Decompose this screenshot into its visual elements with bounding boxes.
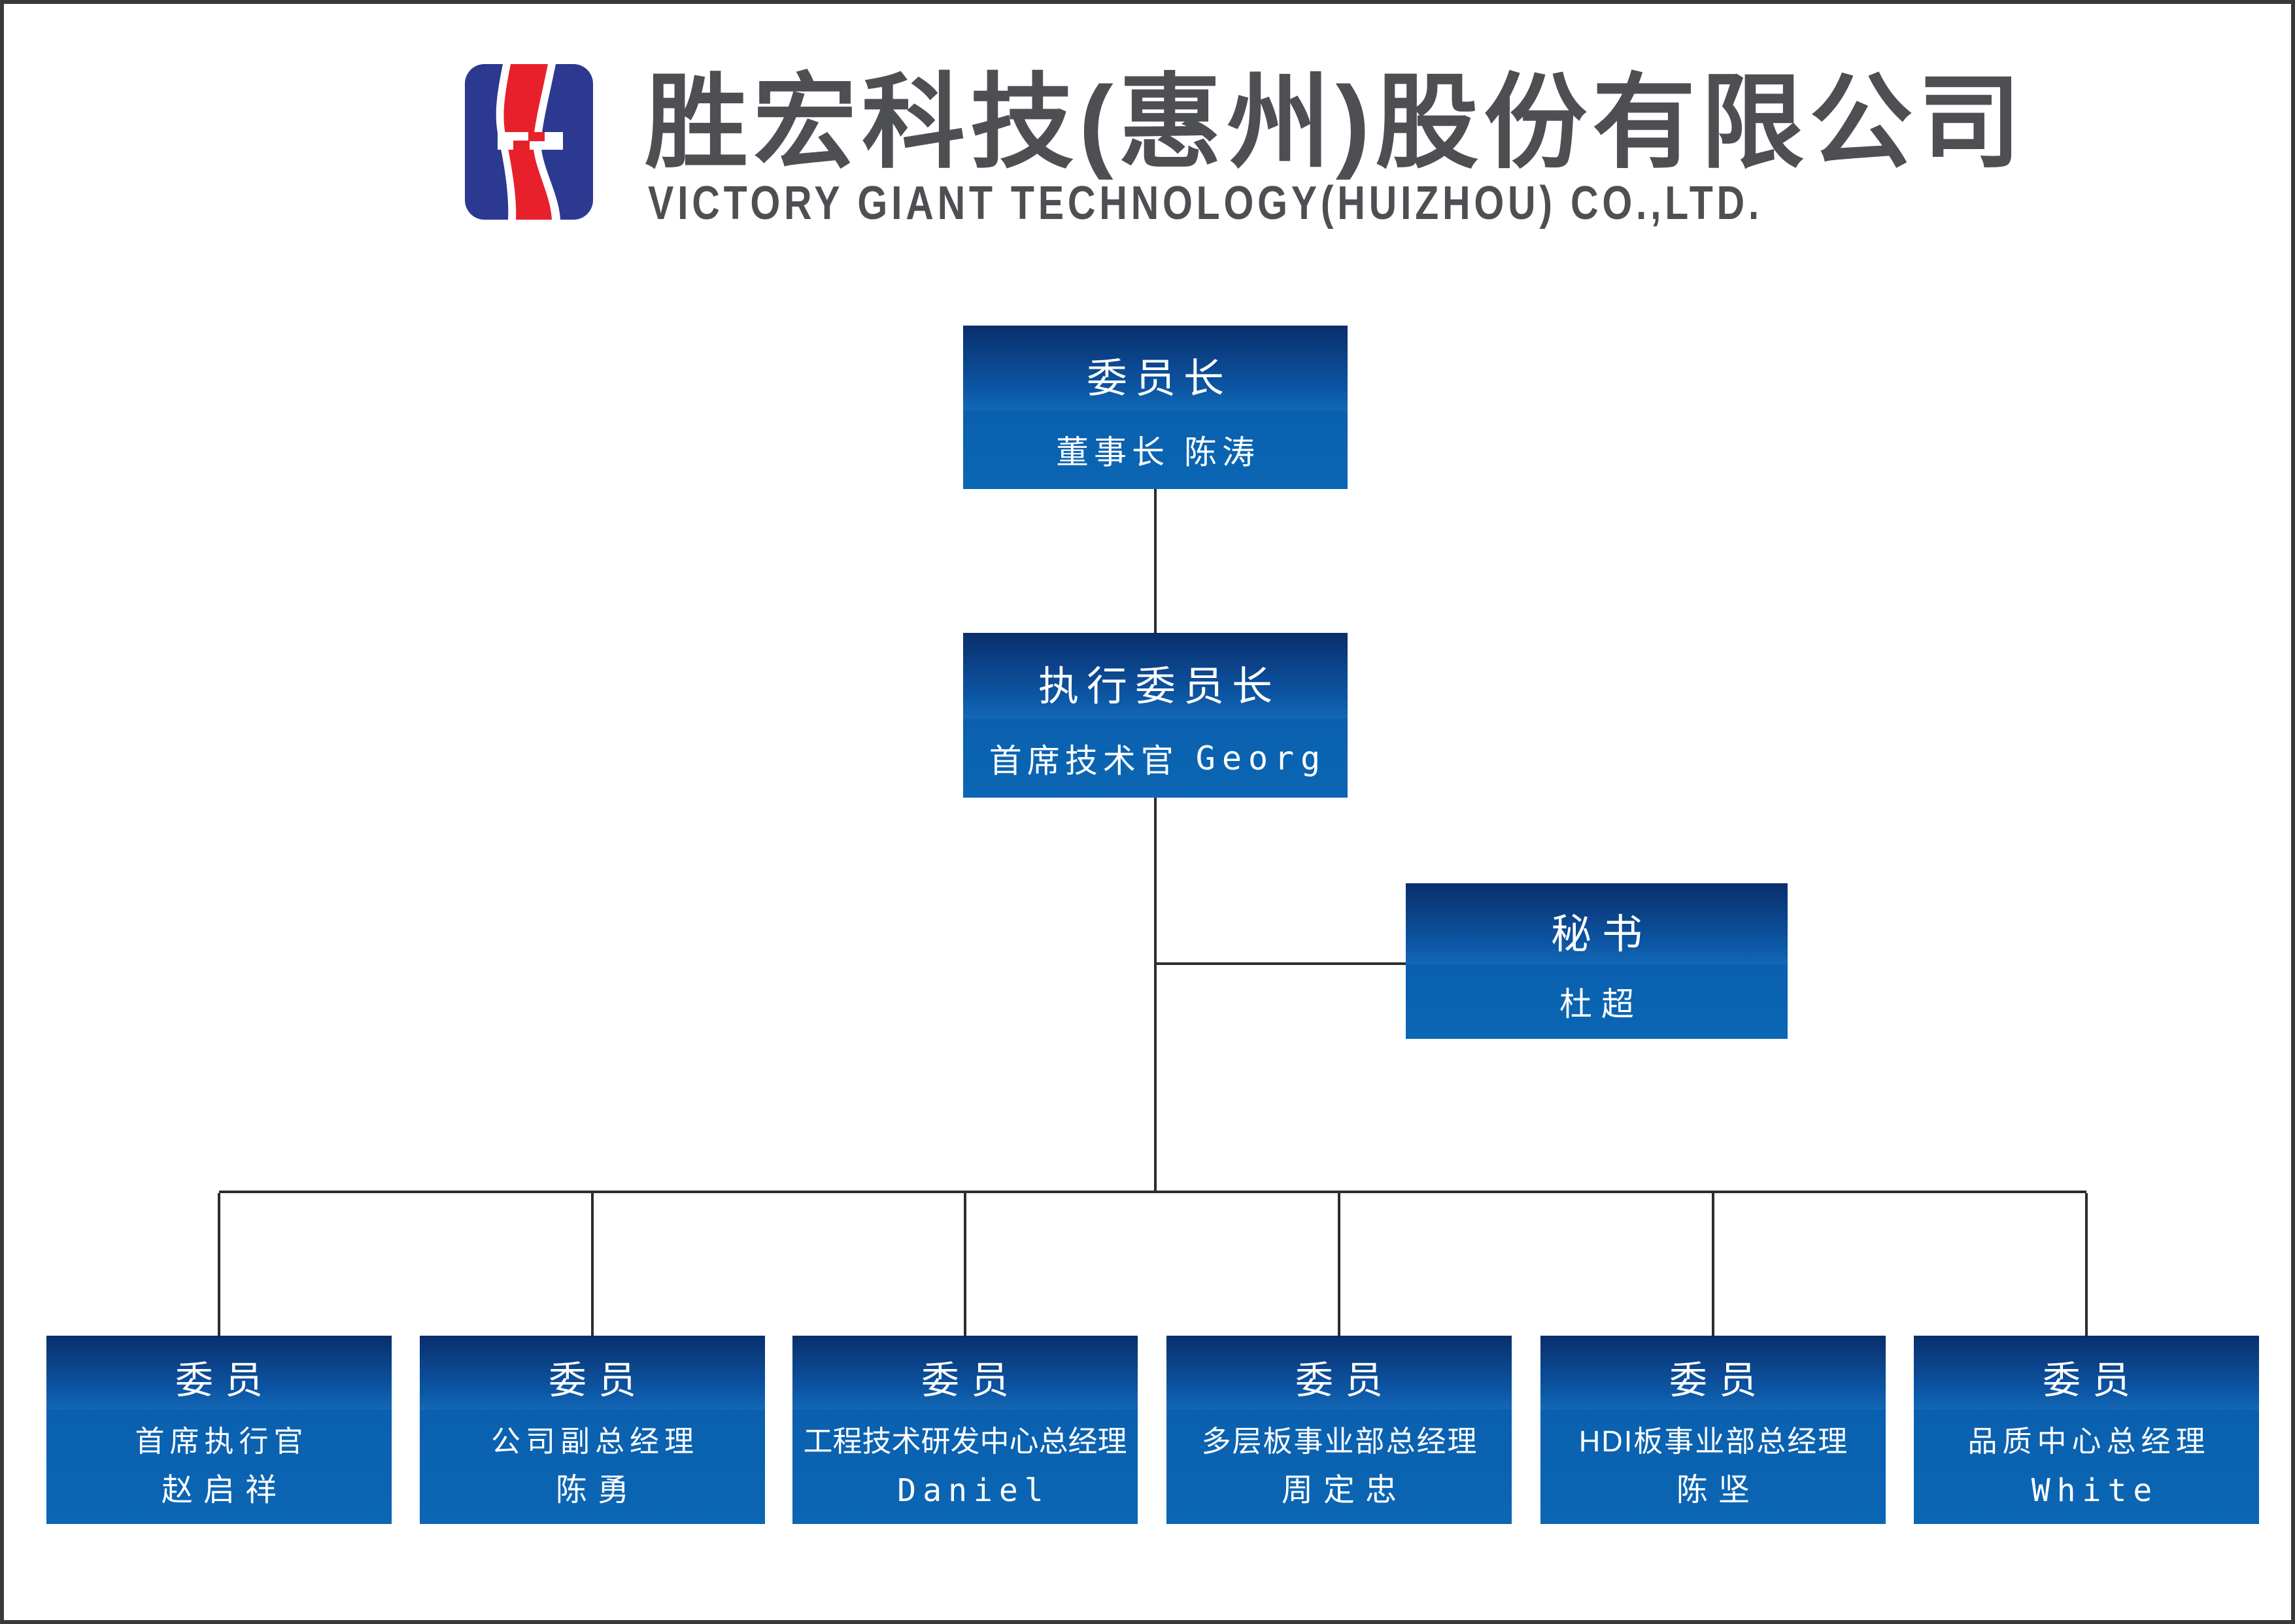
member-2-body: 公司副总经理 陈勇 <box>420 1410 765 1524</box>
company-logo-icon <box>465 64 593 220</box>
member-2-title: 委员 <box>420 1336 765 1410</box>
chairman-name: 董事长 陈涛 <box>963 411 1348 489</box>
connector-drop-member-5 <box>1712 1193 1714 1337</box>
connector-members-horizontal <box>219 1191 2086 1193</box>
member-1-name: 赵启祥 <box>161 1472 287 1508</box>
company-name-zh: 胜宏科技(惠州)股份有限公司 <box>645 65 2027 180</box>
executive-chairman-name-zh: 首席技术官 <box>989 742 1179 779</box>
member-3-body: 工程技术研发中心总经理 Daniel <box>792 1410 1138 1524</box>
member-box-1: 委员 首席执行官 赵启祥 <box>46 1336 392 1524</box>
member-4-role: 多层板事业部总经理 <box>1201 1425 1478 1459</box>
member-4-body: 多层板事业部总经理 周定忠 <box>1166 1410 1512 1524</box>
connector-drop-member-2 <box>591 1193 594 1337</box>
connector-chairman-exec <box>1154 488 1157 635</box>
member-1-role: 首席执行官 <box>135 1425 309 1459</box>
member-6-title: 委员 <box>1914 1336 2259 1410</box>
secretary-title: 秘书 <box>1406 883 1788 964</box>
member-1-title: 委员 <box>46 1336 392 1410</box>
member-2-name: 陈勇 <box>555 1472 639 1508</box>
member-box-5: 委员 HDI板事业部总经理 陈坚 <box>1540 1336 1886 1524</box>
connector-drop-member-6 <box>2085 1193 2088 1337</box>
secretary-box: 秘书 杜超 <box>1406 883 1788 1039</box>
member-5-role: HDI板事业部总经理 <box>1578 1425 1849 1459</box>
member-4-name: 周定忠 <box>1281 1472 1407 1508</box>
connector-secretary-branch <box>1155 962 1407 965</box>
member-4-title: 委员 <box>1166 1336 1512 1410</box>
member-1-body: 首席执行官 赵启祥 <box>46 1410 392 1524</box>
member-6-body: 品质中心总经理 White <box>1914 1410 2259 1524</box>
connector-drop-member-4 <box>1338 1193 1340 1337</box>
chairman-title: 委员长 <box>963 326 1348 411</box>
executive-chairman-name: 首席技术官 Georg <box>963 719 1348 798</box>
member-2-role: 公司副总经理 <box>490 1425 699 1459</box>
member-3-role: 工程技术研发中心总经理 <box>803 1425 1127 1459</box>
member-5-name: 陈坚 <box>1676 1472 1760 1508</box>
chairman-box: 委员长 董事长 陈涛 <box>963 326 1348 489</box>
member-box-3: 委员 工程技术研发中心总经理 Daniel <box>792 1336 1138 1524</box>
member-6-name: White <box>2031 1472 2159 1509</box>
member-5-body: HDI板事业部总经理 陈坚 <box>1540 1410 1886 1524</box>
secretary-name: 杜超 <box>1406 964 1788 1039</box>
member-box-2: 委员 公司副总经理 陈勇 <box>420 1336 765 1524</box>
connector-exec-trunk <box>1154 796 1157 1193</box>
executive-chairman-name-en: Georg <box>1195 739 1327 777</box>
member-5-title: 委员 <box>1540 1336 1886 1410</box>
executive-chairman-title: 执行委员长 <box>963 633 1348 719</box>
member-box-6: 委员 品质中心总经理 White <box>1914 1336 2259 1524</box>
connector-drop-member-3 <box>964 1193 966 1337</box>
member-3-title: 委员 <box>792 1336 1138 1410</box>
company-name-en: VICTORY GIANT TECHNOLOGY(HUIZHOU) CO.,LT… <box>648 177 1763 229</box>
connector-drop-member-1 <box>218 1193 220 1337</box>
member-3-name: Daniel <box>897 1472 1050 1509</box>
member-6-role: 品质中心总经理 <box>1967 1425 2211 1459</box>
executive-chairman-box: 执行委员长 首席技术官 Georg <box>963 633 1348 798</box>
member-box-4: 委员 多层板事业部总经理 周定忠 <box>1166 1336 1512 1524</box>
